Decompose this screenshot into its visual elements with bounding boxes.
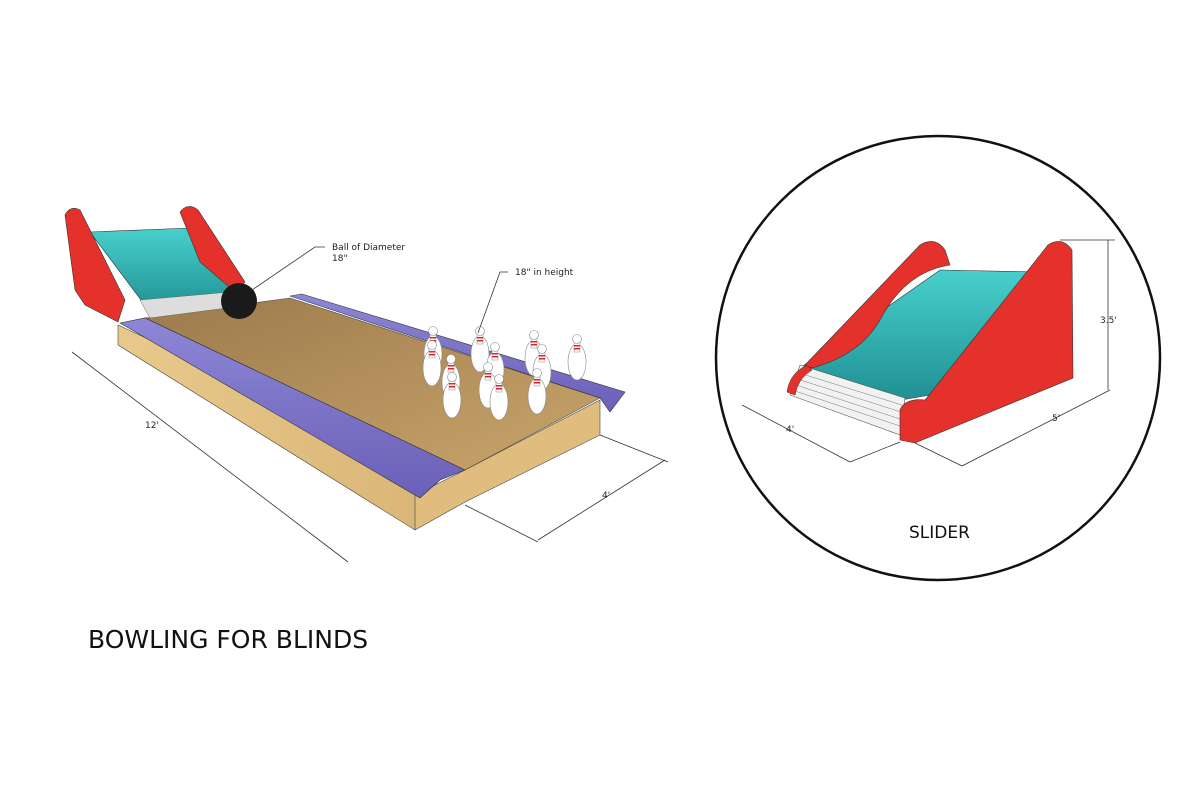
slider-height-label: 3.5' xyxy=(1100,316,1117,326)
slider-depth-label: 5' xyxy=(1052,414,1060,424)
ball-annotation-line1: Ball of Diameter xyxy=(332,243,405,253)
slider-width-label: 4' xyxy=(786,425,794,435)
lane-width-label: 4' xyxy=(602,491,610,501)
lane-length-label: 12' xyxy=(145,421,159,431)
slider-depth-extension xyxy=(914,442,963,467)
bowling-lane xyxy=(117,293,626,531)
width-extension-line-2 xyxy=(599,434,669,463)
slider-detail-circle xyxy=(714,134,1162,582)
slider-width-extension xyxy=(849,441,901,463)
slider-detail xyxy=(786,241,1074,444)
width-extension-line xyxy=(464,504,539,543)
bowling-ball xyxy=(221,283,257,319)
left-gutter xyxy=(119,317,466,499)
length-dimension-line xyxy=(71,351,349,563)
pin-height-annotation: 18" in height xyxy=(515,268,574,278)
slider-depth-dimension-line xyxy=(961,389,1111,467)
slider-width-dimension-line xyxy=(741,404,851,463)
pin-leader-line xyxy=(477,271,508,334)
width-dimension-line xyxy=(537,459,666,541)
ball-leader-line xyxy=(251,246,325,291)
page-title: BOWLING FOR BLINDS xyxy=(88,625,368,654)
ball-annotation-line2: 18" xyxy=(332,254,348,264)
slider-title: SLIDER xyxy=(909,523,970,543)
